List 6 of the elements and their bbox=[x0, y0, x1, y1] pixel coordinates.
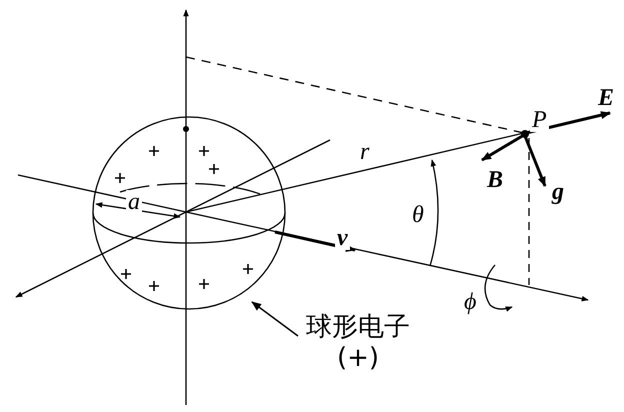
angle-label: ϕ bbox=[462, 290, 478, 314]
callout-text: 球形电子 bbox=[305, 312, 411, 344]
radius-label: a bbox=[126, 190, 142, 214]
point-label: P bbox=[530, 108, 549, 132]
leader-arrow bbox=[251, 301, 298, 337]
charge-sign-label: (+) bbox=[336, 343, 380, 374]
